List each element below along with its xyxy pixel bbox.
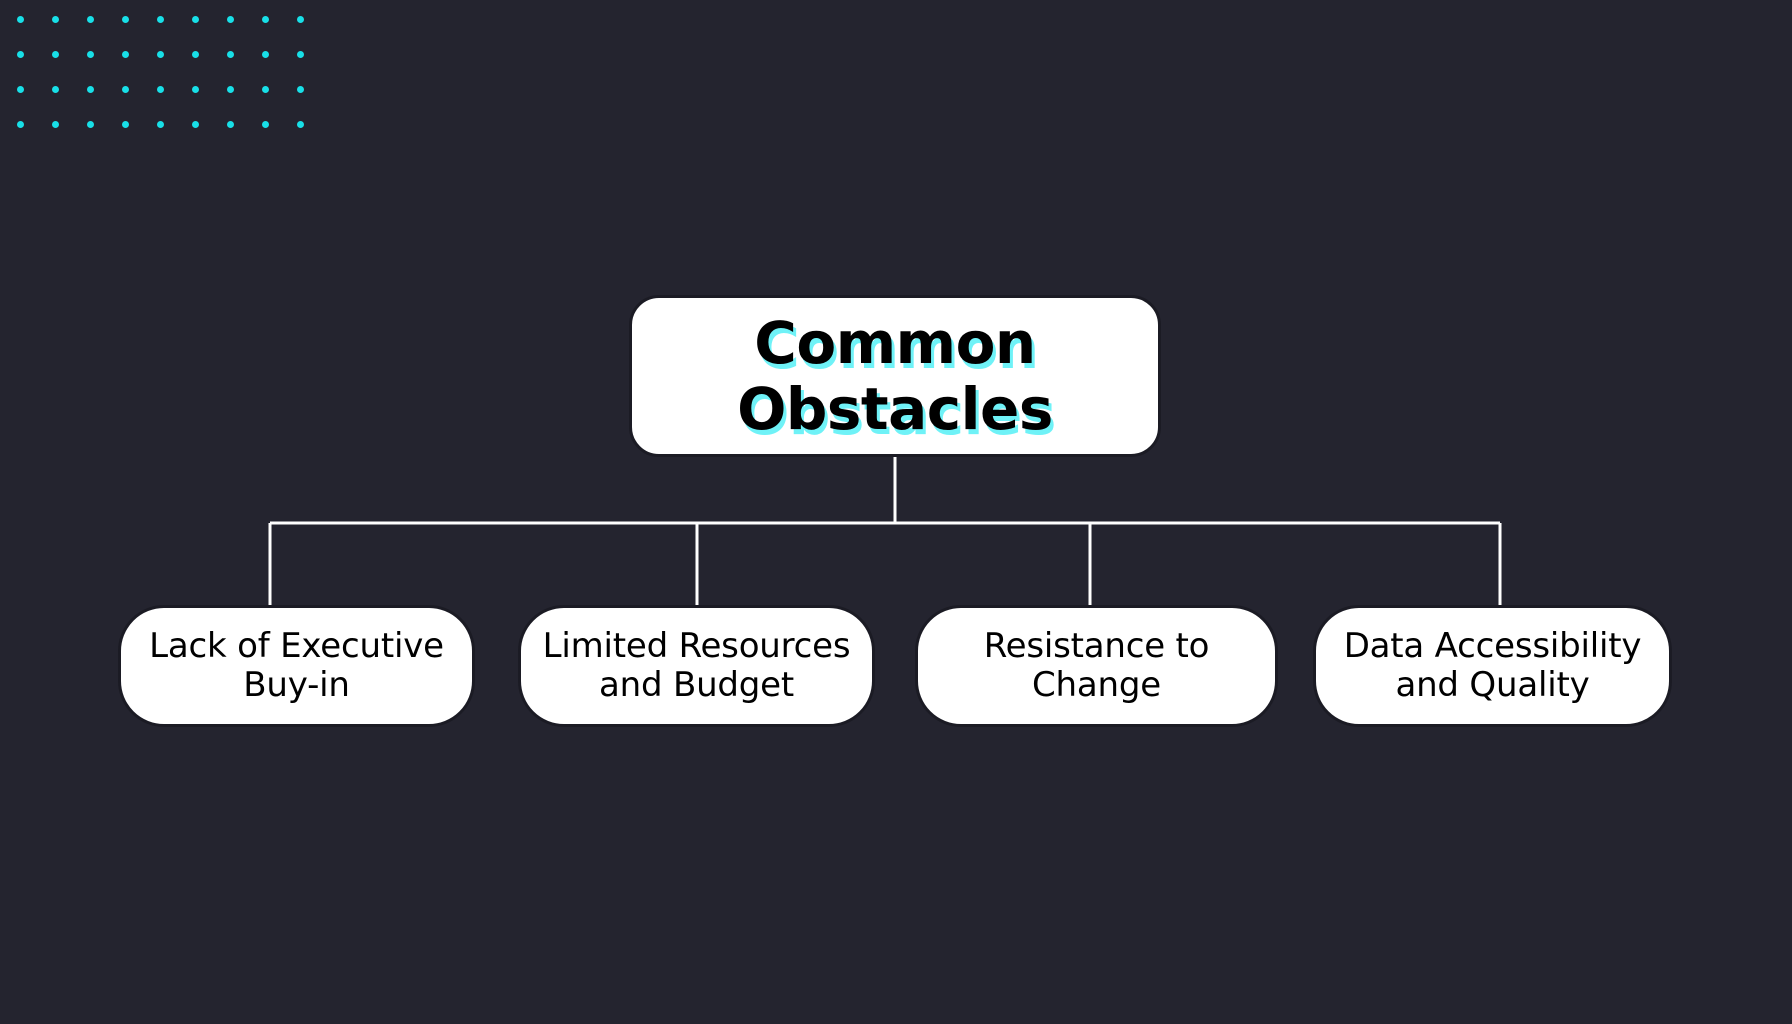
grid-dot (227, 86, 234, 93)
child-node-label-line-2: Buy-in (243, 665, 350, 705)
grid-dot (227, 121, 234, 128)
child-node-label: Resistance to Change (984, 627, 1210, 705)
child-node-limited-resources-and-budget[interactable]: Limited Resources and Budget (518, 605, 875, 727)
grid-dot (17, 86, 24, 93)
root-node-label: Common Obstacles (737, 310, 1053, 442)
grid-dot (122, 51, 129, 58)
root-node[interactable]: Common Obstacles (629, 295, 1161, 457)
grid-dot (297, 16, 304, 23)
child-node-lack-of-executive-buy-in[interactable]: Lack of Executive Buy-in (118, 605, 475, 727)
grid-dot (17, 121, 24, 128)
grid-dot (17, 51, 24, 58)
grid-dot (87, 86, 94, 93)
grid-dot (17, 16, 24, 23)
child-node-label-line-1: Limited Resources (542, 626, 851, 667)
child-node-resistance-to-change[interactable]: Resistance to Change (915, 605, 1278, 727)
child-node-label-line-1: Lack of Executive (149, 626, 444, 667)
grid-dot (52, 121, 59, 128)
grid-dot (192, 86, 199, 93)
grid-dot (122, 86, 129, 93)
grid-dot (192, 121, 199, 128)
grid-dot (227, 16, 234, 23)
grid-dot (157, 86, 164, 93)
grid-dot (52, 51, 59, 58)
child-node-label: Data Accessibility and Quality (1344, 627, 1642, 705)
grid-dot (262, 86, 269, 93)
root-node-label-line-1: Common (754, 308, 1036, 377)
dot-grid (0, 0, 304, 130)
grid-dot (52, 86, 59, 93)
grid-dot (192, 16, 199, 23)
grid-dot (87, 121, 94, 128)
child-node-label-line-1: Data Accessibility (1343, 626, 1642, 667)
child-node-label-line-1: Resistance to (983, 626, 1210, 667)
grid-dot (87, 16, 94, 23)
grid-dot (157, 16, 164, 23)
grid-dot (297, 51, 304, 58)
child-node-label-line-2: and Budget (598, 665, 795, 705)
grid-dot (297, 86, 304, 93)
grid-dot (157, 121, 164, 128)
grid-dot (122, 16, 129, 23)
grid-dot (52, 16, 59, 23)
grid-dot (157, 51, 164, 58)
grid-dot (262, 51, 269, 58)
child-node-label-line-2: and Quality (1395, 665, 1590, 705)
grid-dot (122, 121, 129, 128)
grid-dot (87, 51, 94, 58)
child-node-label-line-2: Change (1032, 665, 1161, 705)
grid-dot (262, 121, 269, 128)
child-node-label: Lack of Executive Buy-in (149, 627, 444, 705)
grid-dot (227, 51, 234, 58)
root-node-label-line-2: Obstacles (737, 375, 1053, 443)
child-node-data-accessibility-and-quality[interactable]: Data Accessibility and Quality (1313, 605, 1672, 727)
grid-dot (262, 16, 269, 23)
grid-dot (192, 51, 199, 58)
child-node-label: Limited Resources and Budget (543, 627, 851, 705)
grid-dot (297, 121, 304, 128)
